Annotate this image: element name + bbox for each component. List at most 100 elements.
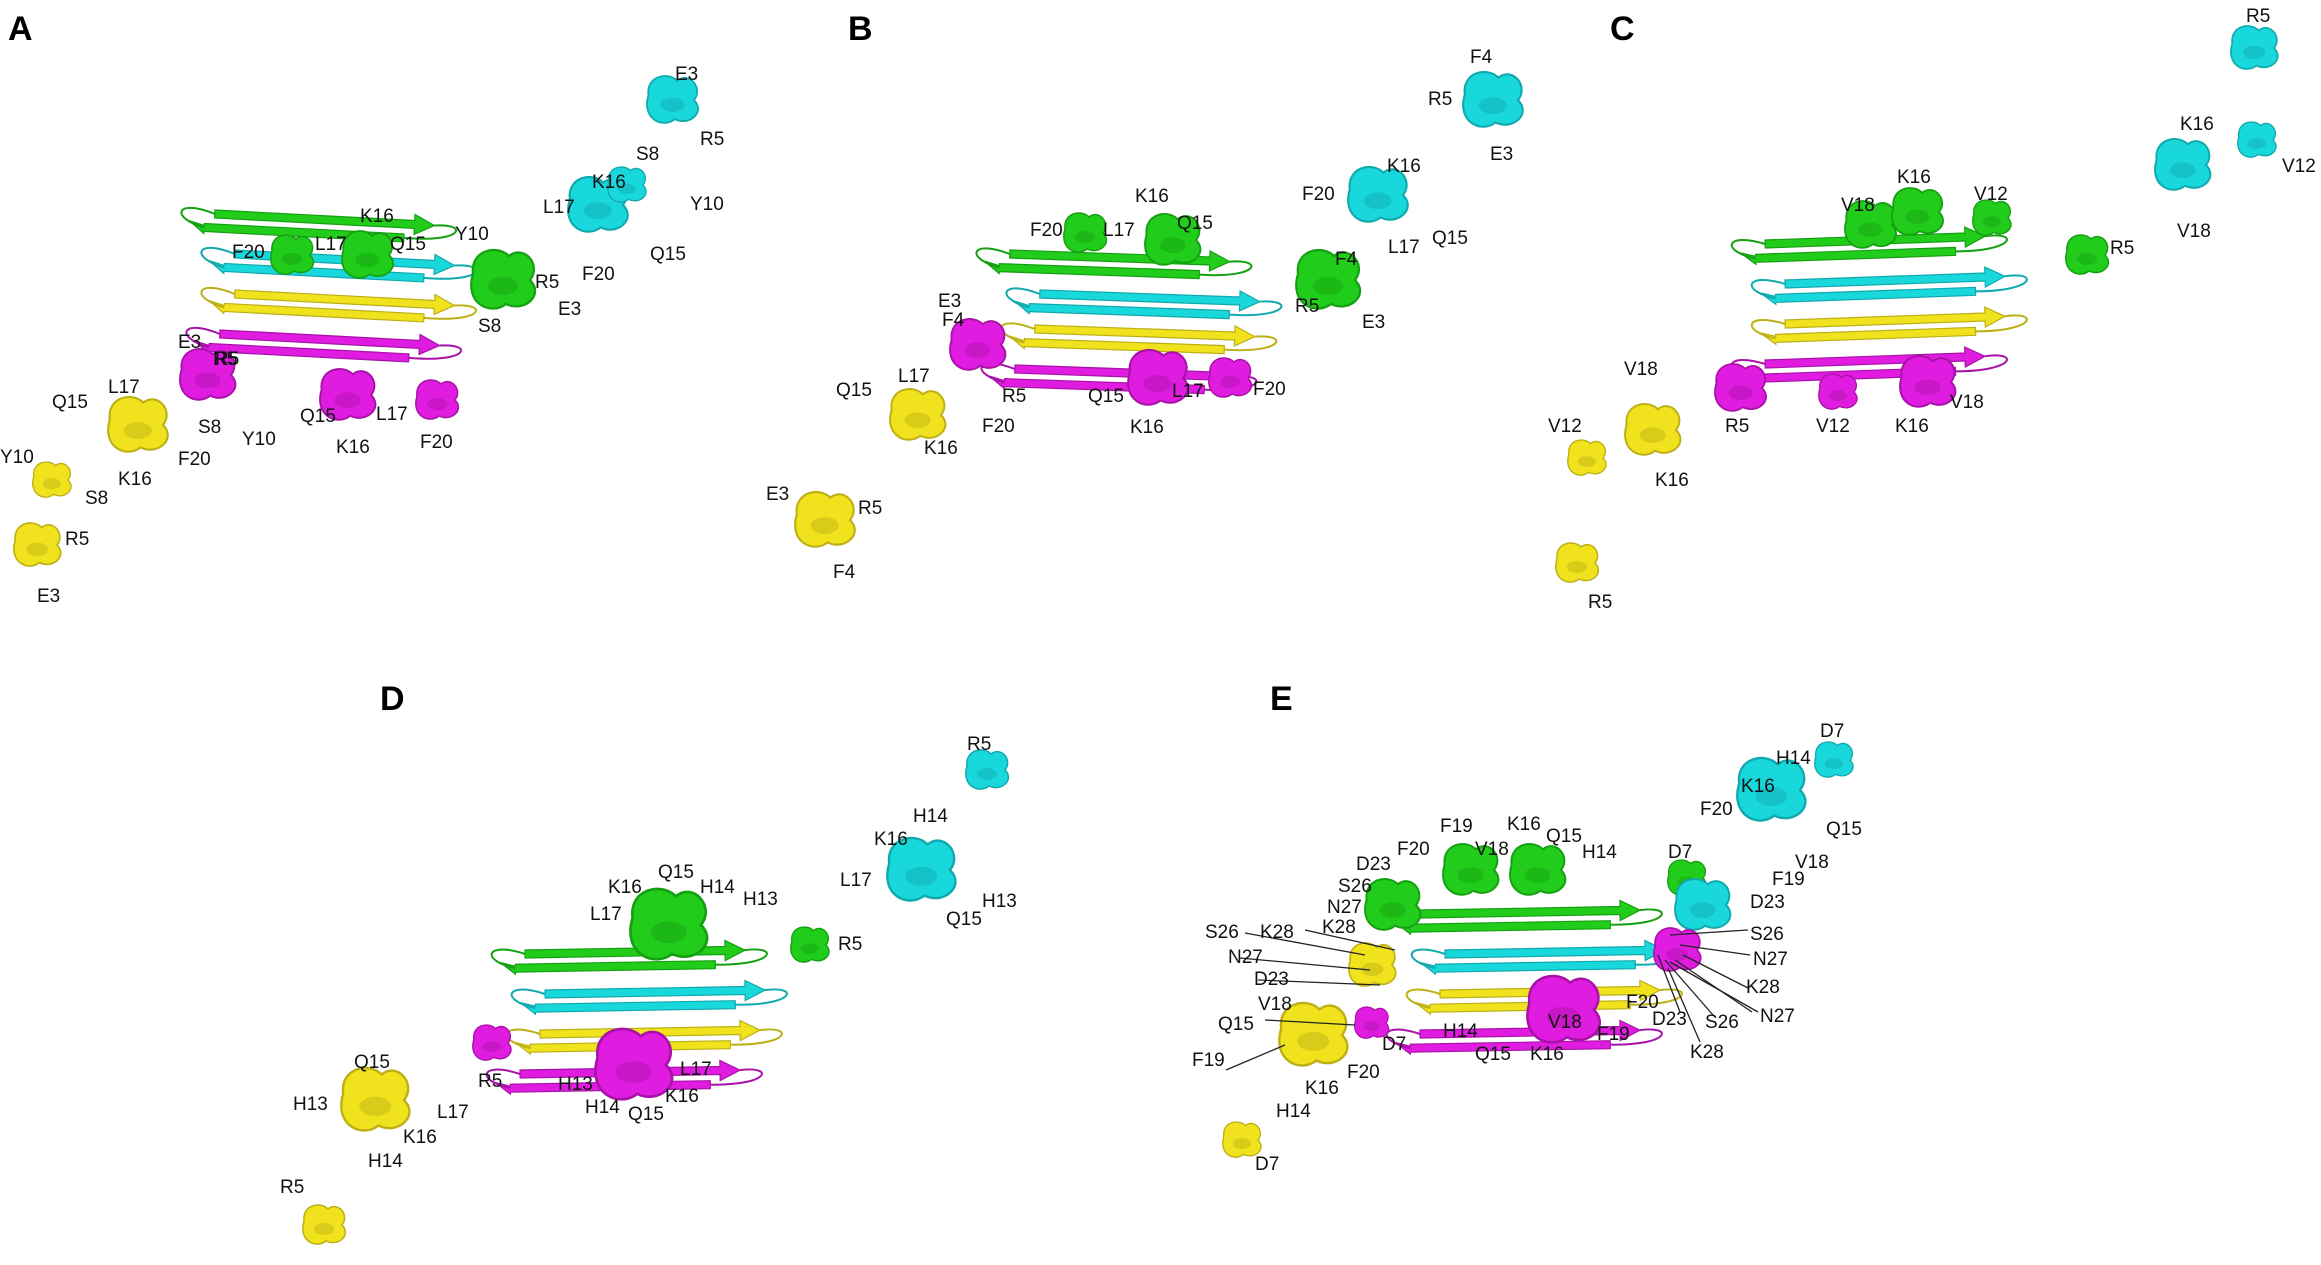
- surface-blob: [607, 166, 647, 203]
- panel-label-b: B: [848, 10, 873, 48]
- residue-label: Q15: [300, 406, 336, 427]
- residue-label: K16: [592, 172, 626, 193]
- chain-yellow-a: [200, 286, 477, 323]
- residue-label: F19: [1440, 816, 1473, 837]
- surface-shade: [660, 97, 685, 112]
- blob-magenta-b-1: [949, 318, 1007, 371]
- surface-shade: [964, 342, 991, 358]
- residue-label: F19: [1772, 869, 1805, 890]
- residue-label: K16: [360, 206, 394, 227]
- blob-green-a-2: [341, 230, 394, 279]
- loop-coil: [1730, 234, 2008, 260]
- leader-line: [1244, 932, 1366, 956]
- residue-label: D7: [1255, 1154, 1279, 1175]
- residue-label: F20: [1302, 184, 1335, 205]
- strand-ribbon: [1784, 306, 2007, 329]
- blob-green-b-2: [1144, 213, 1202, 266]
- blob-yellow-c-2: [1567, 439, 1607, 476]
- residue-label: L17: [376, 404, 408, 425]
- surface-blob: [472, 1024, 512, 1061]
- residue-label: K16: [1387, 156, 1421, 177]
- surface-blob: [1127, 348, 1189, 406]
- chain-cyan-c: [1750, 266, 2028, 306]
- surface-shade: [1075, 231, 1095, 243]
- leader-line: [1264, 1019, 1356, 1026]
- residue-label: R5: [1428, 89, 1452, 110]
- leader-line: [1682, 954, 1749, 989]
- surface-shade: [617, 183, 636, 194]
- residue-label: Y10: [455, 224, 489, 245]
- strand-ribbon: [1419, 899, 1642, 922]
- residue-label: E3: [938, 291, 961, 312]
- residue-label: Q15: [1475, 1044, 1511, 1065]
- residue-label: K28: [1260, 922, 1294, 943]
- chain-cyan-d: [510, 979, 788, 1016]
- surface-blob: [1347, 165, 1409, 223]
- blob-green-e-3: [1364, 878, 1422, 931]
- surface-shade: [482, 1041, 501, 1052]
- blob-yellow-a-3: [13, 522, 62, 567]
- surface-shade: [615, 1061, 652, 1083]
- strand-ribbon: [519, 1000, 736, 1016]
- surface-blob: [790, 926, 830, 963]
- residue-label: L17: [1388, 237, 1420, 258]
- surface-shade: [1363, 192, 1392, 209]
- residue-label: Q15: [658, 862, 694, 883]
- surface-blob: [1208, 357, 1253, 398]
- residue-label: L17: [898, 366, 930, 387]
- blob-green-e-2: [1509, 843, 1567, 896]
- residue-label: D7: [1820, 721, 1844, 742]
- residue-label: L17: [1172, 381, 1204, 402]
- panel-e: E: [1192, 680, 1862, 1175]
- blob-yellow-a-2: [32, 461, 72, 498]
- surface-shade: [800, 943, 819, 954]
- surface-blob: [2065, 234, 2110, 275]
- residue-label: L17: [680, 1059, 712, 1080]
- blob-yellow-c-1: [1624, 403, 1682, 456]
- residue-label: V12: [1816, 416, 1850, 437]
- residue-label: L17: [437, 1102, 469, 1123]
- residue-label: H14: [1582, 842, 1617, 863]
- residue-label: D7: [1382, 1034, 1406, 1055]
- surface-shade: [904, 412, 931, 428]
- surface-blob: [340, 1066, 411, 1132]
- surface-blob: [1891, 187, 1944, 236]
- surface-shade: [1220, 376, 1240, 388]
- surface-blob: [965, 749, 1010, 790]
- panel-a: A F20 L17 K16 Q15 Y10 R5 E3 S8 F4 E3 R5 …: [0, 10, 724, 607]
- loop-coil: [185, 326, 462, 360]
- residue-label: R5: [700, 129, 724, 150]
- residue-label: K16: [1530, 1044, 1564, 1065]
- surface-blob: [179, 348, 237, 401]
- surface-shade: [1689, 902, 1716, 918]
- blob-green-d-1: [629, 887, 709, 961]
- surface-shade: [1577, 456, 1596, 467]
- blob-green-b-1: [1063, 212, 1108, 253]
- surface-blob: [1567, 439, 1607, 476]
- residue-label: Q15: [1826, 819, 1862, 840]
- blob-yellow-d-1: [340, 1066, 411, 1132]
- blob-cyan-c-3: [2154, 138, 2212, 191]
- residue-label: L17: [840, 870, 872, 891]
- residue-label: N27: [1327, 897, 1362, 918]
- residue-label: H14: [1443, 1021, 1478, 1042]
- surface-shade: [1524, 867, 1551, 883]
- blob-yellow-b-2: [794, 490, 856, 548]
- surface-blob: [107, 395, 169, 453]
- residue-label: K28: [1746, 977, 1780, 998]
- residue-label: H14: [1776, 748, 1811, 769]
- strand-ribbon: [233, 289, 456, 316]
- residue-label: E3: [1362, 312, 1385, 333]
- surface-blob: [646, 75, 699, 124]
- panel-label-c: C: [1610, 10, 1635, 48]
- residue-label: F4: [833, 562, 856, 583]
- surface-blob: [1526, 974, 1602, 1044]
- blob-magenta-c-1: [1714, 363, 1767, 412]
- strand-ribbon: [1419, 960, 1636, 976]
- residue-label: R5: [213, 349, 237, 370]
- residue-label: S26: [1705, 1012, 1739, 1033]
- residue-label: K28: [1322, 917, 1356, 938]
- residue-label: F20: [232, 242, 265, 263]
- blob-cyan-c-1: [2230, 25, 2279, 70]
